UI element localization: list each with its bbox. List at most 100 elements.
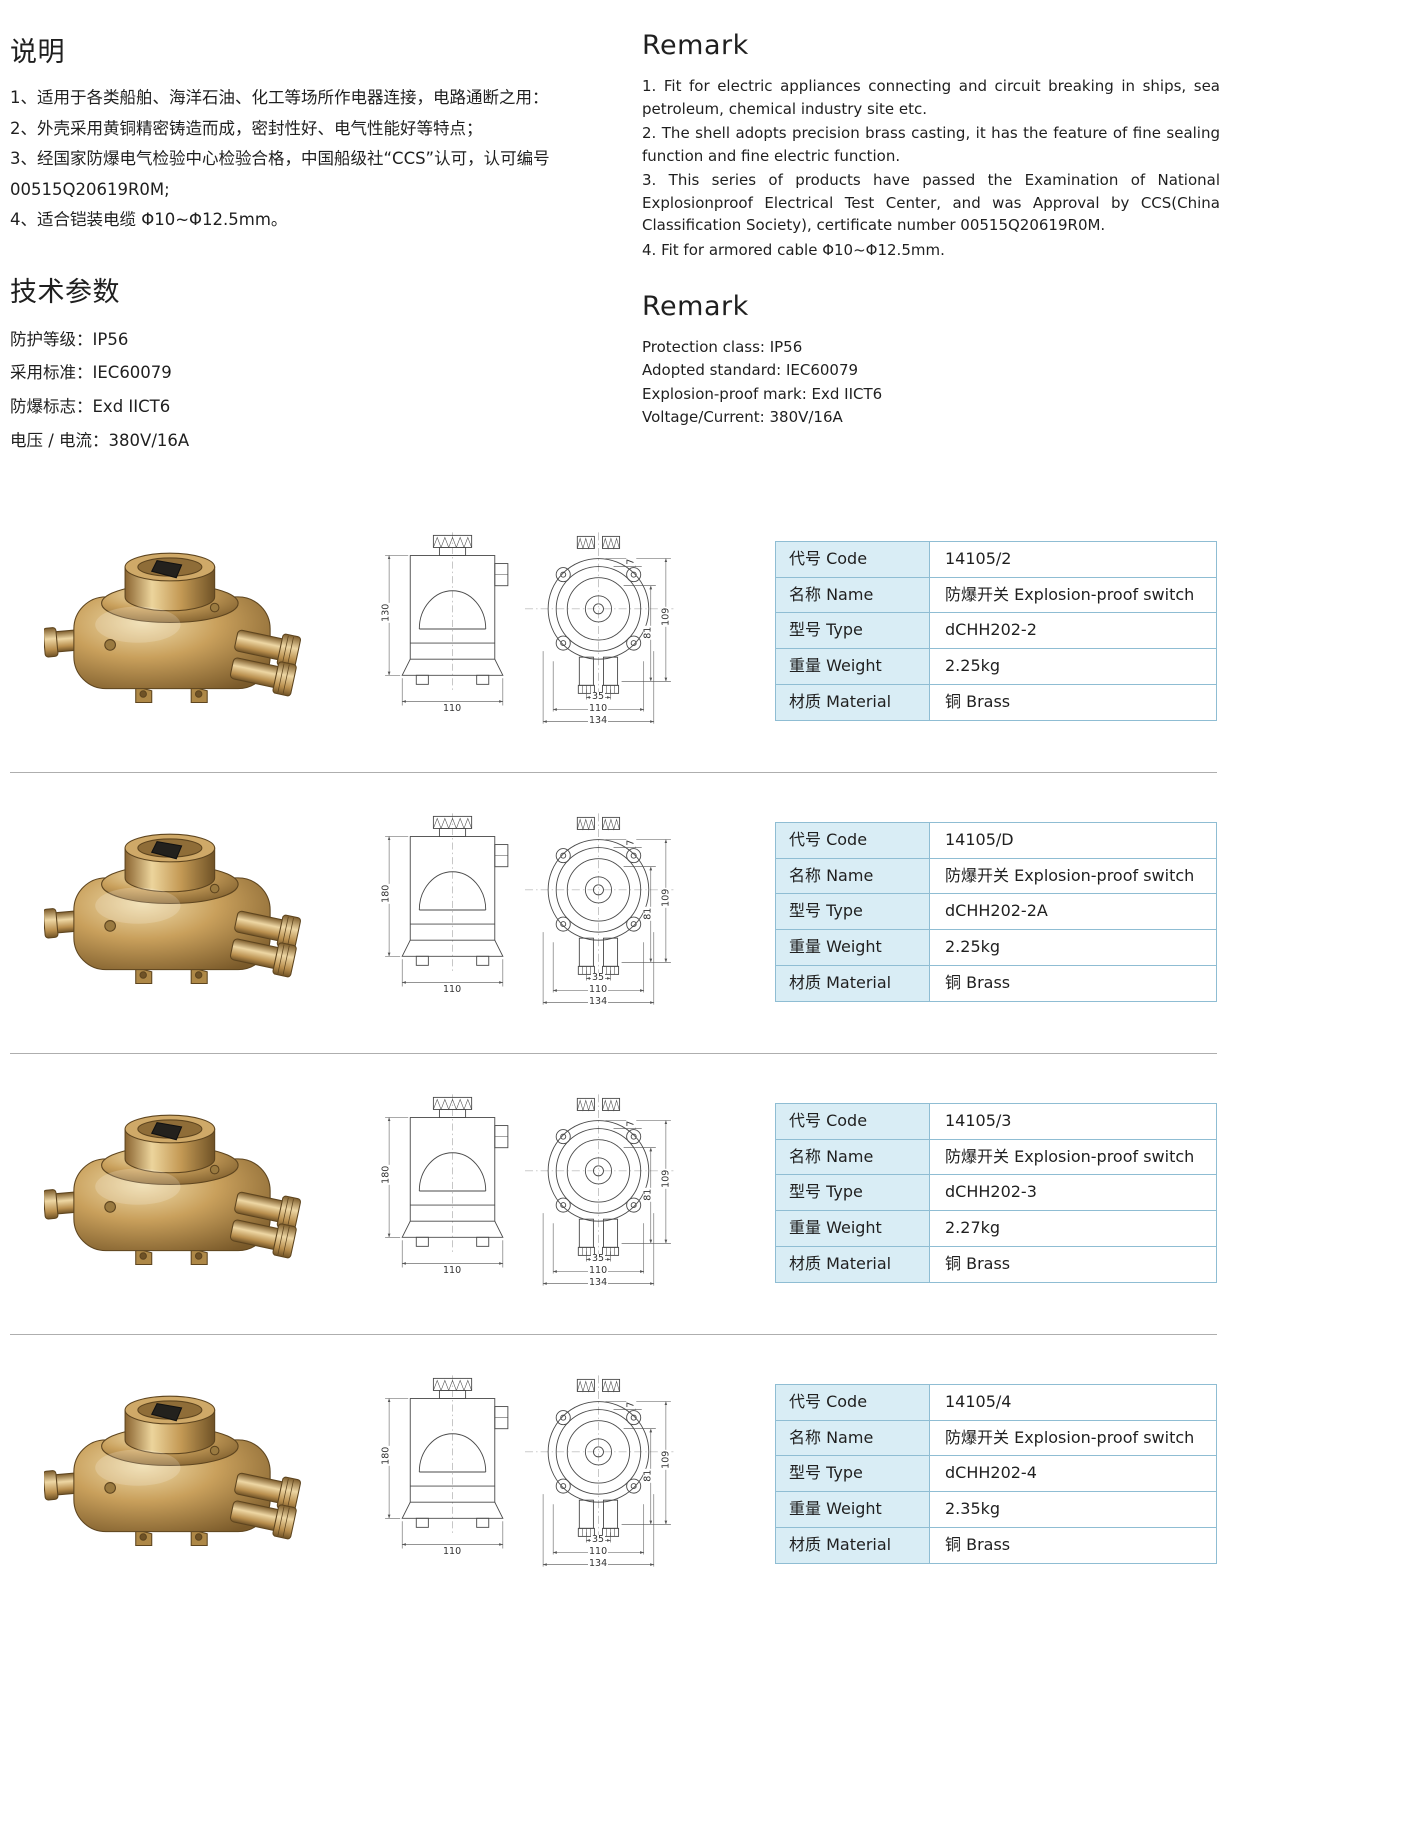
brass-switch-photo bbox=[44, 1099, 316, 1286]
remark-params-title: Remark bbox=[642, 291, 749, 322]
dim-label-side-w1: 35 bbox=[591, 1533, 606, 1545]
dim-label-side-w1: 35 bbox=[591, 971, 606, 983]
dim-label-side-top: 7 bbox=[625, 557, 637, 566]
spec-row-material: 材质 Material 铜 Brass bbox=[776, 685, 1216, 720]
spec-material-value: 铜 Brass bbox=[930, 1528, 1216, 1563]
spec-name-value: 防爆开关 Explosion-proof switch bbox=[930, 1139, 1216, 1175]
spec-type-label: 型号 Type bbox=[776, 894, 930, 930]
spec-name-value: 防爆开关 Explosion-proof switch bbox=[930, 577, 1216, 613]
dim-label-side-w1: 35 bbox=[591, 690, 606, 702]
dim-label-side-h2: 81 bbox=[642, 906, 654, 921]
spec-table: 代号 Code 14105/4 名称 Name 防爆开关 Explosion-p… bbox=[775, 1383, 1217, 1564]
spec-row-name: 名称 Name 防爆开关 Explosion-proof switch bbox=[776, 1139, 1216, 1176]
spec-row-type: 型号 Type dCHH202-2 bbox=[776, 613, 1216, 650]
remark-item: 4. Fit for armored cable Φ10~Φ12.5mm. bbox=[642, 240, 945, 259]
spec-row-type: 型号 Type dCHH202-3 bbox=[776, 1175, 1216, 1212]
dim-label-side-w3: 134 bbox=[588, 1276, 609, 1288]
spec-code-label: 代号 Code bbox=[776, 1384, 930, 1420]
spec-material-label: 材质 Material bbox=[776, 966, 930, 1001]
dim-label-side-h2: 81 bbox=[642, 1187, 654, 1202]
brass-switch-photo bbox=[44, 818, 316, 1005]
spec-type-value: dCHH202-3 bbox=[930, 1175, 1216, 1211]
product-photo bbox=[44, 818, 316, 1005]
spec-row-material: 材质 Material 铜 Brass bbox=[776, 1247, 1216, 1282]
dim-label-height: 180 bbox=[380, 1445, 392, 1466]
description-item: 4、适合铠装电缆 Φ10~Φ12.5mm。 bbox=[10, 210, 288, 230]
product-row-14105-4: 180 110 7 109 81 35 110 134 代号 Code 1410… bbox=[10, 1335, 1217, 1615]
description-item: 2、外壳采用黄铜精密铸造而成，密封性好、电气性能好等特点； bbox=[10, 118, 483, 138]
spec-name-label: 名称 Name bbox=[776, 1139, 930, 1175]
tech-param-item: 防爆标志：Exd IICT6 bbox=[10, 397, 171, 417]
dim-label-side-w3: 134 bbox=[588, 995, 609, 1007]
spec-name-label: 名称 Name bbox=[776, 577, 930, 613]
dim-label-front-width: 110 bbox=[442, 983, 463, 995]
description-title: 说明 bbox=[10, 37, 65, 68]
dim-label-front-width: 110 bbox=[442, 702, 463, 714]
spec-material-label: 材质 Material bbox=[776, 685, 930, 720]
spec-code-value: 14105/4 bbox=[930, 1384, 1216, 1420]
spec-name-label: 名称 Name bbox=[776, 1420, 930, 1456]
spec-table: 代号 Code 14105/3 名称 Name 防爆开关 Explosion-p… bbox=[775, 1102, 1217, 1283]
dim-label-height: 180 bbox=[380, 1164, 392, 1185]
product-photo bbox=[44, 1099, 316, 1286]
spec-type-label: 型号 Type bbox=[776, 1175, 930, 1211]
spec-material-label: 材质 Material bbox=[776, 1247, 930, 1282]
spec-weight-label: 重量 Weight bbox=[776, 930, 930, 966]
spec-type-label: 型号 Type bbox=[776, 1456, 930, 1492]
spec-weight-value: 2.27kg bbox=[930, 1211, 1216, 1247]
spec-row-name: 名称 Name 防爆开关 Explosion-proof switch bbox=[776, 577, 1216, 614]
spec-weight-value: 2.25kg bbox=[930, 930, 1216, 966]
spec-weight-label: 重量 Weight bbox=[776, 649, 930, 685]
spec-type-value: dCHH202-4 bbox=[930, 1456, 1216, 1492]
product-list: 130 110 7 109 81 35 110 134 代号 Code 1410… bbox=[10, 492, 1217, 1615]
description-item: 3、经国家防爆电气检验中心检验合格，中国船级社“CCS”认可，认可编号 0051… bbox=[10, 149, 550, 199]
spec-code-label: 代号 Code bbox=[776, 822, 930, 858]
spec-type-value: dCHH202-2 bbox=[930, 613, 1216, 649]
spec-weight-value: 2.35kg bbox=[930, 1492, 1216, 1528]
spec-type-value: dCHH202-2A bbox=[930, 894, 1216, 930]
spec-row-name: 名称 Name 防爆开关 Explosion-proof switch bbox=[776, 858, 1216, 895]
spec-type-label: 型号 Type bbox=[776, 613, 930, 649]
dim-label-side-w2: 110 bbox=[588, 702, 609, 714]
dim-label-side-w3: 134 bbox=[588, 1557, 609, 1569]
remark-param-item: Protection class: IP56 bbox=[642, 338, 803, 356]
product-photo bbox=[44, 537, 316, 724]
spec-row-code: 代号 Code 14105/2 bbox=[776, 541, 1216, 578]
spec-name-value: 防爆开关 Explosion-proof switch bbox=[930, 858, 1216, 894]
dim-label-side-top: 7 bbox=[625, 838, 637, 847]
remark-param-item: Adopted standard: IEC60079 bbox=[642, 361, 859, 380]
dimension-drawing bbox=[372, 1373, 684, 1575]
dim-label-height: 180 bbox=[380, 883, 392, 904]
spec-code-value: 14105/D bbox=[930, 822, 1216, 858]
dim-label-side-h2: 81 bbox=[642, 1468, 654, 1483]
dim-label-side-w2: 110 bbox=[588, 1545, 609, 1557]
spec-row-material: 材质 Material 铜 Brass bbox=[776, 966, 1216, 1001]
dim-label-side-w2: 110 bbox=[588, 983, 609, 995]
dim-label-side-h1: 109 bbox=[660, 606, 672, 627]
product-drawing: 130 110 7 109 81 35 110 134 bbox=[372, 530, 684, 732]
product-drawing: 180 110 7 109 81 35 110 134 bbox=[372, 1092, 684, 1294]
dim-label-side-w2: 110 bbox=[588, 1264, 609, 1276]
spec-row-type: 型号 Type dCHH202-4 bbox=[776, 1456, 1216, 1493]
description-item: 1、适用于各类船舶、海洋石油、化工等场所作电器连接，电路通断之用： bbox=[10, 88, 549, 107]
dimension-drawing bbox=[372, 811, 684, 1013]
spec-row-code: 代号 Code 14105/3 bbox=[776, 1103, 1216, 1140]
header: 说明 1、适用于各类船舶、海洋石油、化工等场所作电器连接，电路通断之用： 2、外… bbox=[10, 26, 1220, 458]
spec-row-code: 代号 Code 14105/D bbox=[776, 822, 1216, 859]
dim-label-front-width: 110 bbox=[442, 1545, 463, 1557]
dim-label-side-w1: 35 bbox=[591, 1252, 606, 1264]
spec-code-label: 代号 Code bbox=[776, 1103, 930, 1139]
chinese-column: 说明 1、适用于各类船舶、海洋石油、化工等场所作电器连接，电路通断之用： 2、外… bbox=[10, 26, 628, 458]
tech-param-item: 防护等级：IP56 bbox=[10, 329, 129, 349]
remark-item: 2. The shell adopts precision brass cast… bbox=[642, 124, 1220, 165]
remark-param-item: Explosion-proof mark: Exd IICT6 bbox=[642, 384, 883, 403]
spec-row-material: 材质 Material 铜 Brass bbox=[776, 1528, 1216, 1563]
dim-label-front-width: 110 bbox=[442, 1264, 463, 1276]
spec-table: 代号 Code 14105/2 名称 Name 防爆开关 Explosion-p… bbox=[775, 540, 1217, 721]
remark-item: 1. Fit for electric appliances connectin… bbox=[642, 77, 1220, 118]
spec-material-label: 材质 Material bbox=[776, 1528, 930, 1563]
remark-item: 3. This series of products have passed t… bbox=[642, 171, 1220, 234]
spec-row-weight: 重量 Weight 2.25kg bbox=[776, 930, 1216, 967]
spec-weight-label: 重量 Weight bbox=[776, 1492, 930, 1528]
product-row-14105-D: 180 110 7 109 81 35 110 134 代号 Code 1410… bbox=[10, 773, 1217, 1054]
